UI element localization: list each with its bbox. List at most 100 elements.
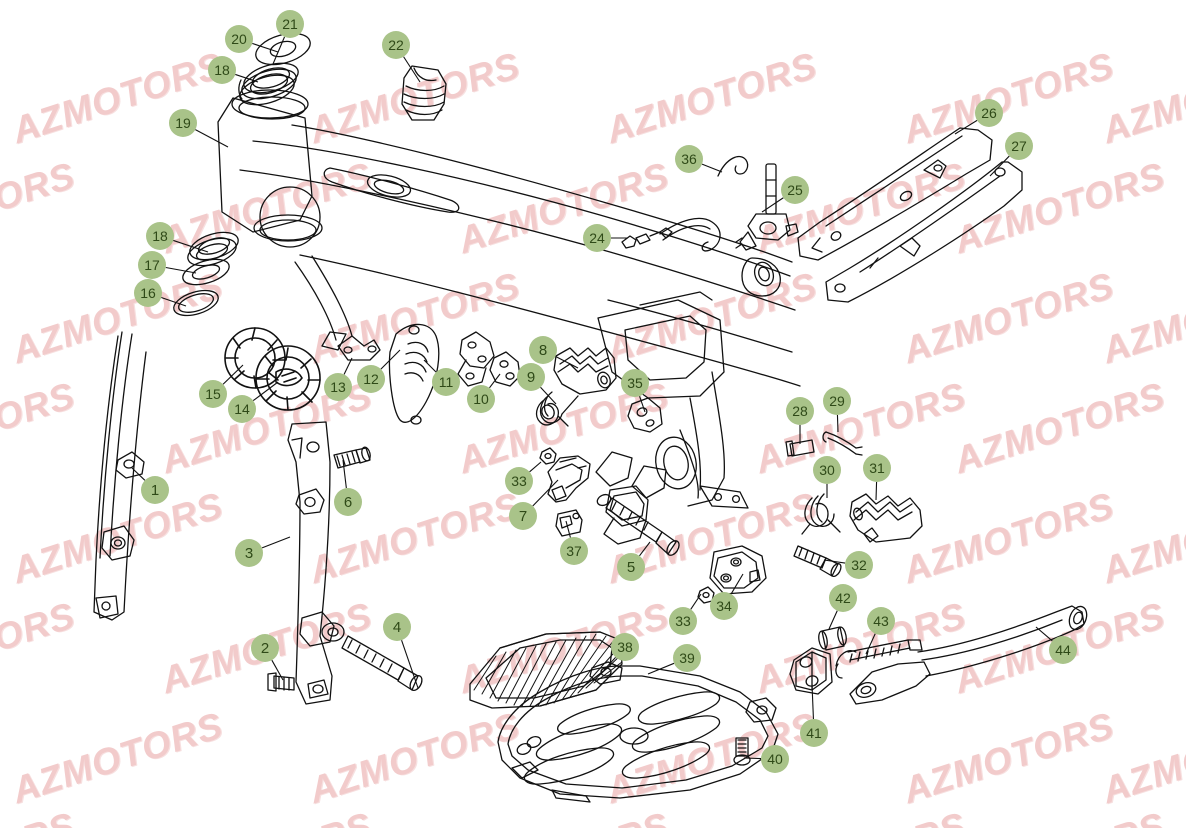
steering-stem-nut	[402, 66, 446, 120]
callout-small-bracket[interactable]: 13	[324, 373, 352, 401]
frame-main-body	[218, 90, 800, 544]
callout-bearing-cage-upper[interactable]: 15	[199, 380, 227, 408]
leader-line	[489, 373, 501, 389]
callout-flange-bolt[interactable]: 6	[334, 488, 362, 516]
callout-steering-stem-nut[interactable]: 22	[382, 31, 410, 59]
subframe-rails	[798, 128, 1022, 302]
callout-bolt-hex[interactable]: 5	[617, 553, 645, 581]
callout-upper-bearing[interactable]: 21	[276, 10, 304, 38]
callout-fuel-line-fitting[interactable]: 24	[583, 224, 611, 252]
callout-skid-plate-bolt[interactable]: 40	[761, 745, 789, 773]
callout-dust-seal[interactable]: 17	[138, 251, 166, 279]
guard-plate-12	[389, 324, 438, 424]
skid-plate-38	[470, 632, 622, 708]
long-bolt-4	[342, 636, 424, 692]
callout-bracket-small[interactable]: 7	[509, 502, 537, 530]
callout-frame-main[interactable]: 19	[169, 109, 197, 137]
callout-bracket-link[interactable]: 10	[467, 385, 495, 413]
leader-line	[828, 610, 838, 630]
leader-line	[761, 197, 784, 213]
callout-cotter-pin[interactable]: 29	[823, 387, 851, 415]
leader-line	[195, 129, 229, 148]
leader-line	[701, 163, 723, 173]
callout-brake-pedal-bracket[interactable]: 34	[710, 592, 738, 620]
footpeg-spring-9	[537, 392, 578, 426]
leader-line	[235, 73, 259, 83]
callout-footpeg-right[interactable]: 31	[863, 454, 891, 482]
callout-stand-spring[interactable]: 43	[867, 607, 895, 635]
leader-line	[555, 355, 579, 369]
leader-line	[222, 364, 244, 385]
stand-bracket-3	[288, 422, 344, 704]
callout-guard-plate[interactable]: 12	[357, 365, 385, 393]
callout-subframe-rail-left[interactable]: 26	[975, 99, 1003, 127]
callout-cable-clamp[interactable]: 37	[560, 537, 588, 565]
callout-skid-plate-lower[interactable]: 39	[673, 644, 701, 672]
chain-guide-1	[94, 332, 146, 620]
callout-footpeg-left[interactable]: 8	[529, 336, 557, 364]
leader-line	[271, 659, 284, 681]
callout-subframe-rail-right[interactable]: 27	[1005, 132, 1033, 160]
callout-cable-guide[interactable]: 35	[621, 369, 649, 397]
callout-stand-mount-bracket[interactable]: 41	[800, 719, 828, 747]
clip-36	[718, 157, 748, 176]
leader-line	[811, 683, 814, 720]
leader-line	[639, 396, 646, 413]
leader-line	[603, 656, 616, 671]
bush-42	[817, 626, 847, 650]
lower-bearing-set	[171, 227, 242, 320]
fuel-line-24	[622, 218, 720, 251]
callout-fuel-valve[interactable]: 25	[781, 176, 809, 204]
footpeg-spring-30	[802, 494, 840, 534]
callout-nut-lower[interactable]: 33	[669, 607, 697, 635]
leader-line	[865, 633, 876, 655]
footpeg-right-31	[850, 494, 922, 542]
callout-long-bolt[interactable]: 4	[383, 613, 411, 641]
leader-line	[989, 155, 1010, 177]
stand-spring-43	[836, 640, 922, 678]
bracket-link-10	[490, 352, 520, 386]
leader-line	[529, 461, 542, 473]
side-stand-44	[850, 604, 1090, 704]
leader-line	[423, 359, 437, 373]
callout-skid-plate-upper[interactable]: 38	[611, 633, 639, 661]
callout-top-washer[interactable]: 20	[225, 25, 253, 53]
leader-line	[565, 520, 571, 538]
fuel-valve-25	[736, 164, 798, 250]
leader-line	[272, 36, 286, 65]
leader-line	[252, 42, 279, 53]
callout-footpeg-spring[interactable]: 9	[517, 363, 545, 391]
footpeg-left-8	[554, 348, 616, 394]
callout-bearing-cage-lower[interactable]: 14	[228, 395, 256, 423]
callout-side-stand[interactable]: 44	[1049, 636, 1077, 664]
callout-chain-guide[interactable]: 1	[141, 476, 169, 504]
callout-spacer-bush[interactable]: 42	[829, 584, 857, 612]
leader-line	[954, 119, 978, 135]
callout-nut-upper[interactable]: 33	[505, 467, 533, 495]
leader-line	[161, 297, 187, 307]
leader-line	[730, 573, 744, 595]
hex-bolt-5	[606, 498, 682, 557]
leader-line	[261, 536, 291, 549]
leader-line	[875, 481, 878, 501]
callout-stand-bracket-pivot[interactable]: 3	[235, 539, 263, 567]
callout-clevis-pin[interactable]: 28	[786, 397, 814, 425]
callout-footpeg-return-spring[interactable]: 30	[813, 456, 841, 484]
cable-clamp-37	[556, 510, 582, 536]
callout-lower-bearing[interactable]: 18	[146, 222, 174, 250]
leader-line	[252, 381, 279, 402]
leader-line	[131, 467, 146, 481]
callout-bolt-short[interactable]: 2	[251, 634, 279, 662]
pins-28-29	[786, 432, 862, 456]
callout-seal-ring[interactable]: 16	[134, 279, 162, 307]
leader-line	[639, 541, 651, 557]
callout-clip-spring[interactable]: 36	[675, 145, 703, 173]
callout-chain-slider[interactable]: 11	[432, 368, 460, 396]
callout-upper-bearing-race[interactable]: 18	[208, 56, 236, 84]
leader-line	[403, 56, 421, 83]
callout-footpeg-bolt[interactable]: 32	[845, 551, 873, 579]
footpeg-bolt-32	[794, 546, 843, 578]
leader-line	[343, 357, 353, 375]
